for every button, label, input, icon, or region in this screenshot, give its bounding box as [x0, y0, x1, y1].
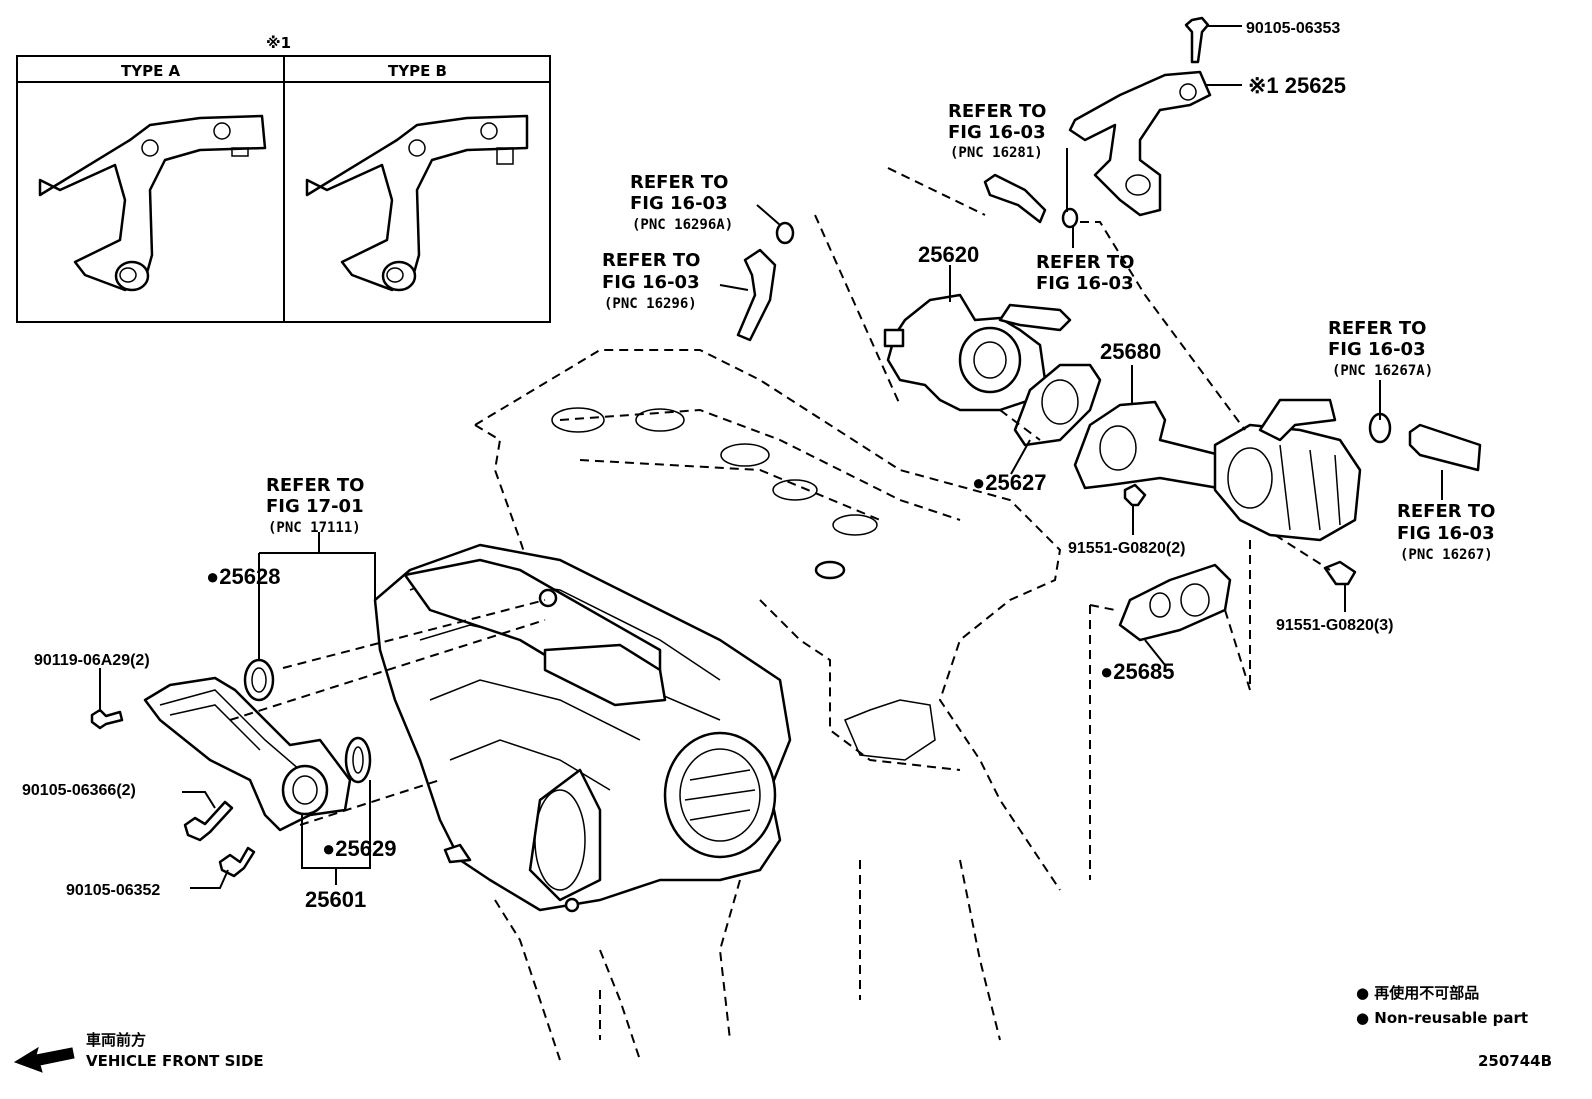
ref-16296: REFER TO FIG 16-03 (PNC 16296)	[602, 250, 700, 312]
part-25629: ●25629	[322, 836, 396, 861]
ref-17111: REFER TO FIG 17-01 (PNC 17111)	[266, 475, 364, 536]
legend: ● 再使用不可部品 ● Non-reusable part	[1356, 984, 1528, 1027]
part-91551-g0820-3: 91551-G0820(3)	[1276, 617, 1393, 634]
ref-line1: REFER TO	[1328, 318, 1426, 339]
ref-pnc: (PNC 16296)	[604, 296, 697, 312]
engine-block-outline	[474, 349, 1062, 1061]
ref-line2: FIG 16-03	[1036, 273, 1134, 294]
ref-line2: FIG 16-03	[1328, 339, 1426, 360]
ref-pnc: (PNC 16296A)	[632, 217, 733, 233]
front-label-jp: 車両前方	[86, 1031, 146, 1049]
front-label-en: VEHICLE FRONT SIDE	[86, 1052, 264, 1070]
ref-pnc: (PNC 16281)	[950, 145, 1043, 161]
leader-lines	[99, 25, 1443, 889]
egr-cooler	[1213, 398, 1362, 542]
part-25627: ●25627	[972, 470, 1046, 495]
ref-16267: REFER TO FIG 16-03 (PNC 16267)	[1397, 501, 1495, 563]
figure-id: 250744B	[1478, 1052, 1552, 1070]
bracket-25625	[1068, 70, 1212, 217]
front-arrow-icon	[13, 1046, 75, 1073]
ref-line1: REFER TO	[1397, 501, 1495, 522]
part-91551-g0820-2: 91551-G0820(2)	[1068, 540, 1185, 557]
ref-16281: REFER TO FIG 16-03 (PNC 16281)	[948, 101, 1046, 161]
gasket-25627	[1013, 363, 1102, 447]
ref-line2: FIG 16-03	[1397, 523, 1495, 544]
hose-16267	[1408, 423, 1482, 472]
intake-manifold	[373, 543, 792, 913]
part-90105-06366: 90105-06366(2)	[22, 782, 136, 799]
part-25628: ●25628	[206, 564, 280, 589]
hose-16281	[983, 173, 1047, 224]
ref-16296a: REFER TO FIG 16-03 (PNC 16296A)	[630, 172, 733, 233]
part-25601: 25601	[305, 887, 366, 912]
gasket-25685	[1118, 563, 1232, 642]
part-25680: 25680	[1100, 339, 1161, 364]
part-25685: ●25685	[1100, 659, 1174, 684]
o-ring-25629	[344, 736, 372, 784]
bracket-type-a	[38, 114, 267, 292]
bolt-90119	[90, 708, 124, 730]
hose-16296	[736, 248, 777, 342]
ref-line1: REFER TO	[602, 250, 700, 271]
bolt-90105-06366	[183, 800, 234, 842]
ref-line1: REFER TO	[630, 172, 728, 193]
sensor-25601	[143, 619, 546, 832]
ref-line1: REFER TO	[948, 101, 1046, 122]
part-25620: 25620	[918, 242, 979, 267]
ref-line1: REFER TO	[266, 475, 364, 496]
vehicle-front-indicator: 車両前方 VEHICLE FRONT SIDE	[13, 1031, 264, 1073]
ref-1603b: REFER TO FIG 16-03	[1036, 252, 1134, 294]
bolt-91551-2	[1123, 483, 1147, 507]
inset-marker: ※1	[266, 34, 291, 52]
ref-pnc: (PNC 17111)	[268, 520, 361, 536]
legend-jp: ● 再使用不可部品	[1356, 984, 1479, 1002]
part-90119-06a29: 90119-06A29(2)	[34, 652, 150, 669]
bracket-type-b	[305, 114, 529, 292]
type-b-label: TYPE B	[388, 62, 447, 80]
ref-line2: FIG 17-01	[266, 496, 364, 517]
type-a-label: TYPE A	[121, 62, 181, 80]
legend-en: ● Non-reusable part	[1356, 1009, 1528, 1027]
clamp-16296a	[775, 221, 795, 245]
type-inset: ※1 TYPE A TYPE B	[16, 34, 551, 323]
ref-16267a: REFER TO FIG 16-03 (PNC 16267A)	[1328, 318, 1433, 379]
bolt-90105-06352	[218, 846, 256, 878]
bolt-91551-3	[1323, 560, 1357, 586]
part-90105-06352: 90105-06352	[66, 882, 160, 899]
part-25625: ※1 25625	[1248, 73, 1346, 98]
clamp-16281	[1061, 207, 1079, 229]
part-90105-06353: 90105-06353	[1246, 20, 1340, 37]
bolt-90105-06353	[1184, 16, 1210, 64]
ref-pnc: (PNC 16267A)	[1332, 363, 1433, 379]
ref-line2: FIG 16-03	[630, 193, 728, 214]
ref-line2: FIG 16-03	[948, 122, 1046, 143]
ref-pnc: (PNC 16267)	[1400, 547, 1493, 563]
ref-line2: FIG 16-03	[602, 272, 700, 293]
ref-line1: REFER TO	[1036, 252, 1134, 273]
